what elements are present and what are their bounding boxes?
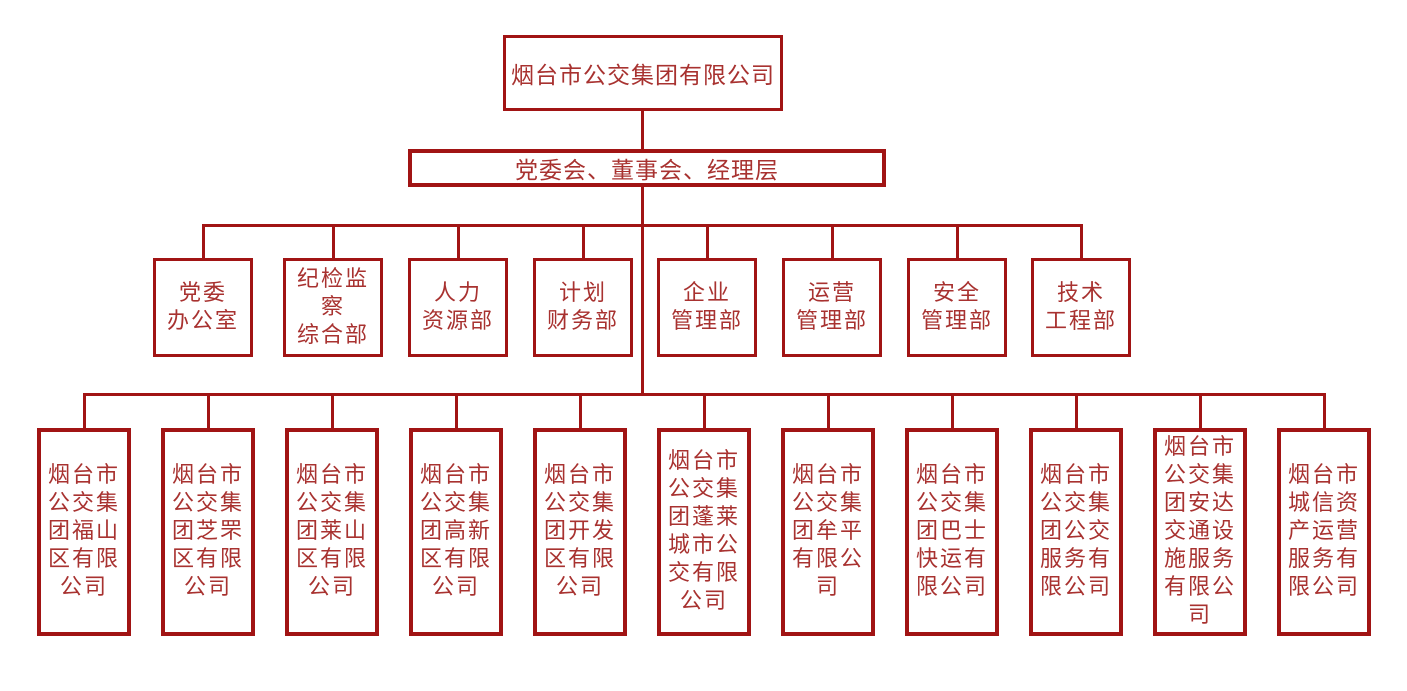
- connector-drop-subsidiary: [951, 393, 954, 428]
- subsidiary-label: 烟台市 公交集 团牟平 有限公 司: [791, 463, 864, 600]
- subsidiary-label: 烟台市 公交集 团高新 区有限 公司: [419, 463, 492, 600]
- department-label: 技术 工程部: [1044, 280, 1117, 334]
- connector-trunk: [641, 187, 644, 396]
- connector-drop-subsidiary: [1199, 393, 1202, 428]
- org-node-subsidiary: 烟台市 公交集 团开发 区有限 公司: [533, 428, 627, 636]
- department-label: 计划 财务部: [546, 280, 619, 334]
- org-node-subsidiary: 烟台市 公交集 团安达 交通设 施服务 有限公 司: [1153, 428, 1247, 636]
- connector-drop-subsidiary: [455, 393, 458, 428]
- department-label: 人力 资源部: [421, 280, 494, 334]
- subsidiary-label: 烟台市 公交集 团安达 交通设 施服务 有限公 司: [1163, 435, 1236, 628]
- connector-drop-department: [457, 224, 460, 258]
- connector-drop-subsidiary: [1323, 393, 1326, 428]
- department-label: 运营 管理部: [795, 280, 868, 334]
- connector-drop-subsidiary: [703, 393, 706, 428]
- subsidiary-label: 烟台市 公交集 团巴士 快运有 限公司: [915, 463, 988, 600]
- org-node-department: 技术 工程部: [1031, 258, 1131, 357]
- connector-drop-subsidiary: [827, 393, 830, 428]
- subsidiary-label: 烟台市 城信资 产运营 服务有 限公司: [1287, 463, 1360, 600]
- connector-drop-subsidiary: [1075, 393, 1078, 428]
- org-node-department: 纪检监 察 综合部: [283, 258, 383, 357]
- subsidiary-label: 烟台市 公交集 团芝罘 区有限 公司: [171, 463, 244, 600]
- subsidiary-label: 烟台市 公交集 团莱山 区有限 公司: [295, 463, 368, 600]
- connector-drop-subsidiary: [331, 393, 334, 428]
- connector-drop-department: [706, 224, 709, 258]
- org-node-subsidiary: 烟台市 城信资 产运营 服务有 限公司: [1277, 428, 1371, 636]
- connector-root-governance: [641, 111, 644, 149]
- connector-drop-department: [202, 224, 205, 258]
- org-node-subsidiary: 烟台市 公交集 团高新 区有限 公司: [409, 428, 503, 636]
- org-node-subsidiary: 烟台市 公交集 团牟平 有限公 司: [781, 428, 875, 636]
- org-node-subsidiary: 烟台市 公交集 团福山 区有限 公司: [37, 428, 131, 636]
- org-node-department: 人力 资源部: [408, 258, 508, 357]
- root-company-label: 烟台市公交集团有限公司: [511, 63, 775, 89]
- subsidiary-label: 烟台市 公交集 团蓬莱 城市公 交有限 公司: [667, 449, 740, 614]
- org-node-department: 运营 管理部: [782, 258, 882, 357]
- org-node-department: 安全 管理部: [907, 258, 1007, 357]
- org-node-governance: 党委会、董事会、经理层: [408, 149, 886, 187]
- org-node-subsidiary: 烟台市 公交集 团蓬莱 城市公 交有限 公司: [657, 428, 751, 636]
- department-label: 党委 办公室: [166, 280, 239, 334]
- org-node-subsidiary: 烟台市 公交集 团莱山 区有限 公司: [285, 428, 379, 636]
- org-node-subsidiary: 烟台市 公交集 团公交 服务有 限公司: [1029, 428, 1123, 636]
- connector-drop-department: [582, 224, 585, 258]
- org-node-department: 企业 管理部: [657, 258, 757, 357]
- connector-drop-subsidiary: [83, 393, 86, 428]
- connector-drop-subsidiary: [207, 393, 210, 428]
- subsidiary-label: 烟台市 公交集 团福山 区有限 公司: [47, 463, 120, 600]
- connector-drop-department: [831, 224, 834, 258]
- subsidiary-label: 烟台市 公交集 团公交 服务有 限公司: [1039, 463, 1112, 600]
- connector-drop-department: [1080, 224, 1083, 258]
- connector-drop-department: [332, 224, 335, 258]
- connector-drop-department: [956, 224, 959, 258]
- org-node-subsidiary: 烟台市 公交集 团巴士 快运有 限公司: [905, 428, 999, 636]
- connector-drop-subsidiary: [579, 393, 582, 428]
- org-node-subsidiary: 烟台市 公交集 团芝罘 区有限 公司: [161, 428, 255, 636]
- org-node-department: 计划 财务部: [533, 258, 633, 357]
- department-label: 安全 管理部: [920, 280, 993, 334]
- department-label: 企业 管理部: [670, 280, 743, 334]
- connector-department-bus: [202, 224, 1082, 227]
- subsidiary-label: 烟台市 公交集 团开发 区有限 公司: [543, 463, 616, 600]
- governance-label: 党委会、董事会、经理层: [515, 158, 779, 184]
- department-label: 纪检监 察 综合部: [296, 266, 369, 348]
- org-node-department: 党委 办公室: [153, 258, 253, 357]
- org-node-root: 烟台市公交集团有限公司: [503, 35, 783, 111]
